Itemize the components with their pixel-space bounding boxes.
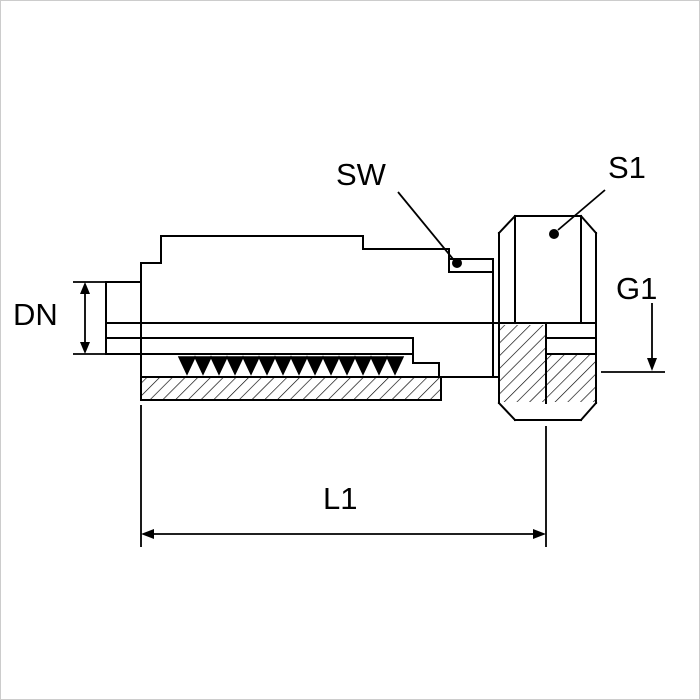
serration-teeth [177,355,405,376]
dimension-g1 [601,303,665,373]
leader-s1 [549,189,606,239]
l1-label: L1 [323,481,357,516]
sw-label: SW [336,157,387,192]
s1-label: S1 [608,150,646,185]
ferrule-section-hatch [142,378,440,400]
ferrule-outline [105,235,500,401]
nut-section-hatch [500,325,595,402]
dn-label: DN [13,297,58,332]
g1-label: G1 [616,271,657,306]
nut-outline [497,214,598,422]
dimension-l1 [140,405,547,547]
leader-sw [397,191,462,268]
dimension-dn [73,281,141,355]
